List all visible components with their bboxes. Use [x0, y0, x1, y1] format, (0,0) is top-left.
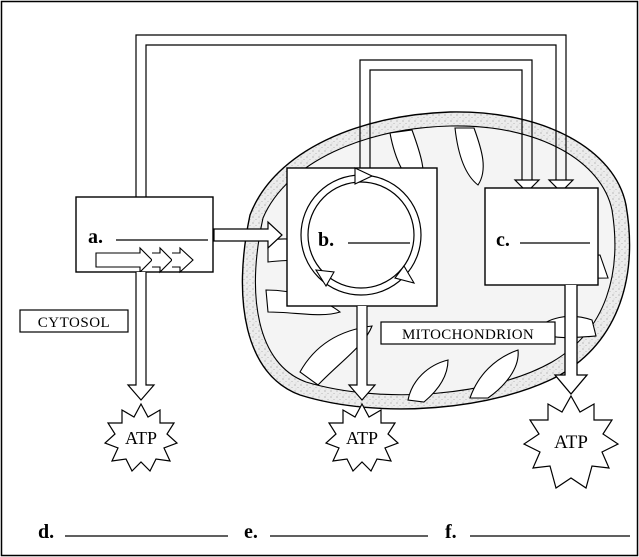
mitochondrion-label: MITOCHONDRION: [402, 327, 534, 343]
label-c: c.: [496, 229, 510, 251]
arrow-a-to-atp: [128, 272, 154, 400]
atp-label-middle: ATP: [346, 428, 378, 448]
label-d: d.: [38, 521, 54, 543]
cytosol-label: CYTOSOL: [38, 315, 110, 331]
label-e: e.: [244, 521, 258, 543]
label-f: f.: [445, 521, 457, 543]
label-a: a.: [88, 226, 103, 248]
atp-label-right: ATP: [554, 432, 588, 453]
atp-label-left: ATP: [125, 428, 157, 448]
label-b: b.: [318, 229, 334, 251]
